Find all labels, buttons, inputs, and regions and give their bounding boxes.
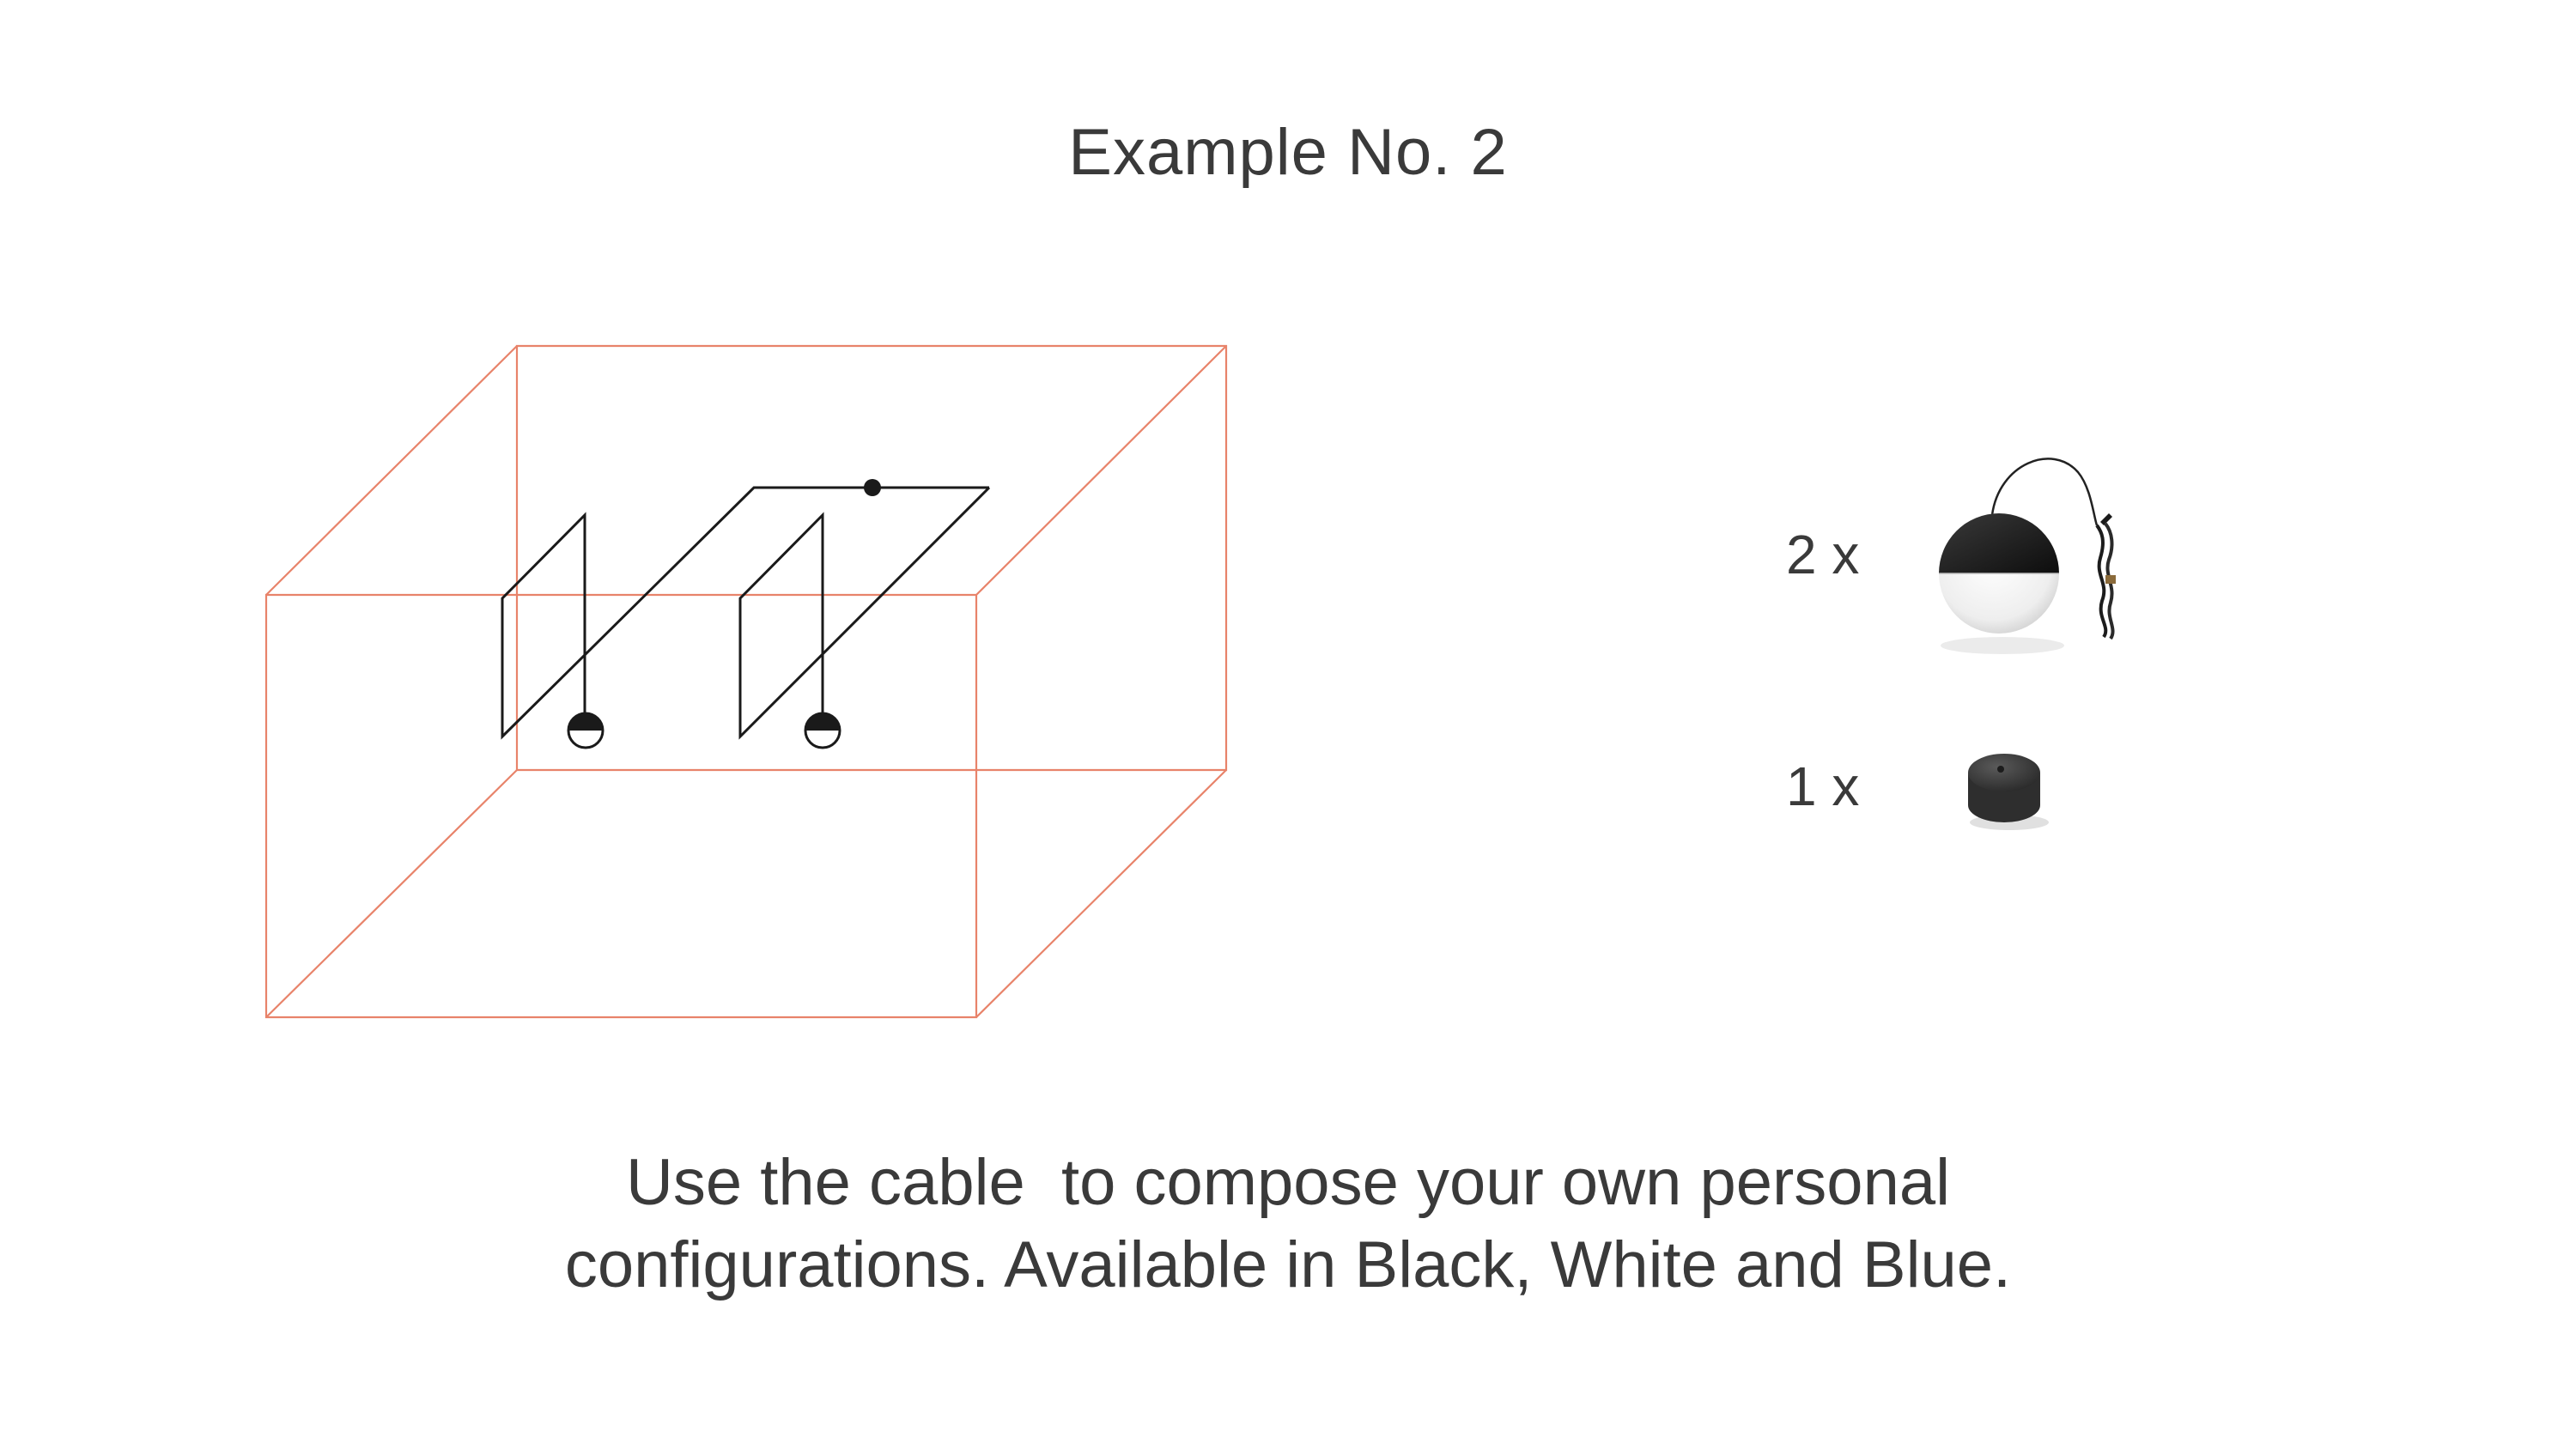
room-box-edge	[975, 769, 1227, 1018]
cable-line	[738, 486, 991, 740]
room-box-edge	[265, 345, 518, 596]
room-box-edge	[265, 769, 518, 1018]
caption: Use the cable to compose your own person…	[0, 1142, 2576, 1307]
pendant-lamp-icon	[1939, 458, 2116, 654]
caption-line: configurations. Available in Black, Whit…	[564, 1228, 2012, 1301]
hub-dot	[864, 479, 881, 496]
room-box	[264, 344, 1228, 1019]
room-box-front-face	[264, 593, 978, 1019]
lamp-symbol	[804, 712, 841, 749]
power-hub-icon	[1968, 754, 2049, 830]
cable-path	[501, 486, 991, 740]
room-box-edge	[975, 345, 1227, 596]
caption-line: Use the cable to compose your own person…	[626, 1146, 1950, 1219]
page-title: Example No. 2	[1068, 116, 1508, 189]
quantity-label: 1 x	[1786, 755, 1860, 817]
room-box-back-face	[515, 344, 1228, 772]
lamp-symbol	[567, 712, 605, 749]
cable-line	[501, 486, 989, 740]
quantity-label: 2 x	[1786, 524, 1860, 585]
